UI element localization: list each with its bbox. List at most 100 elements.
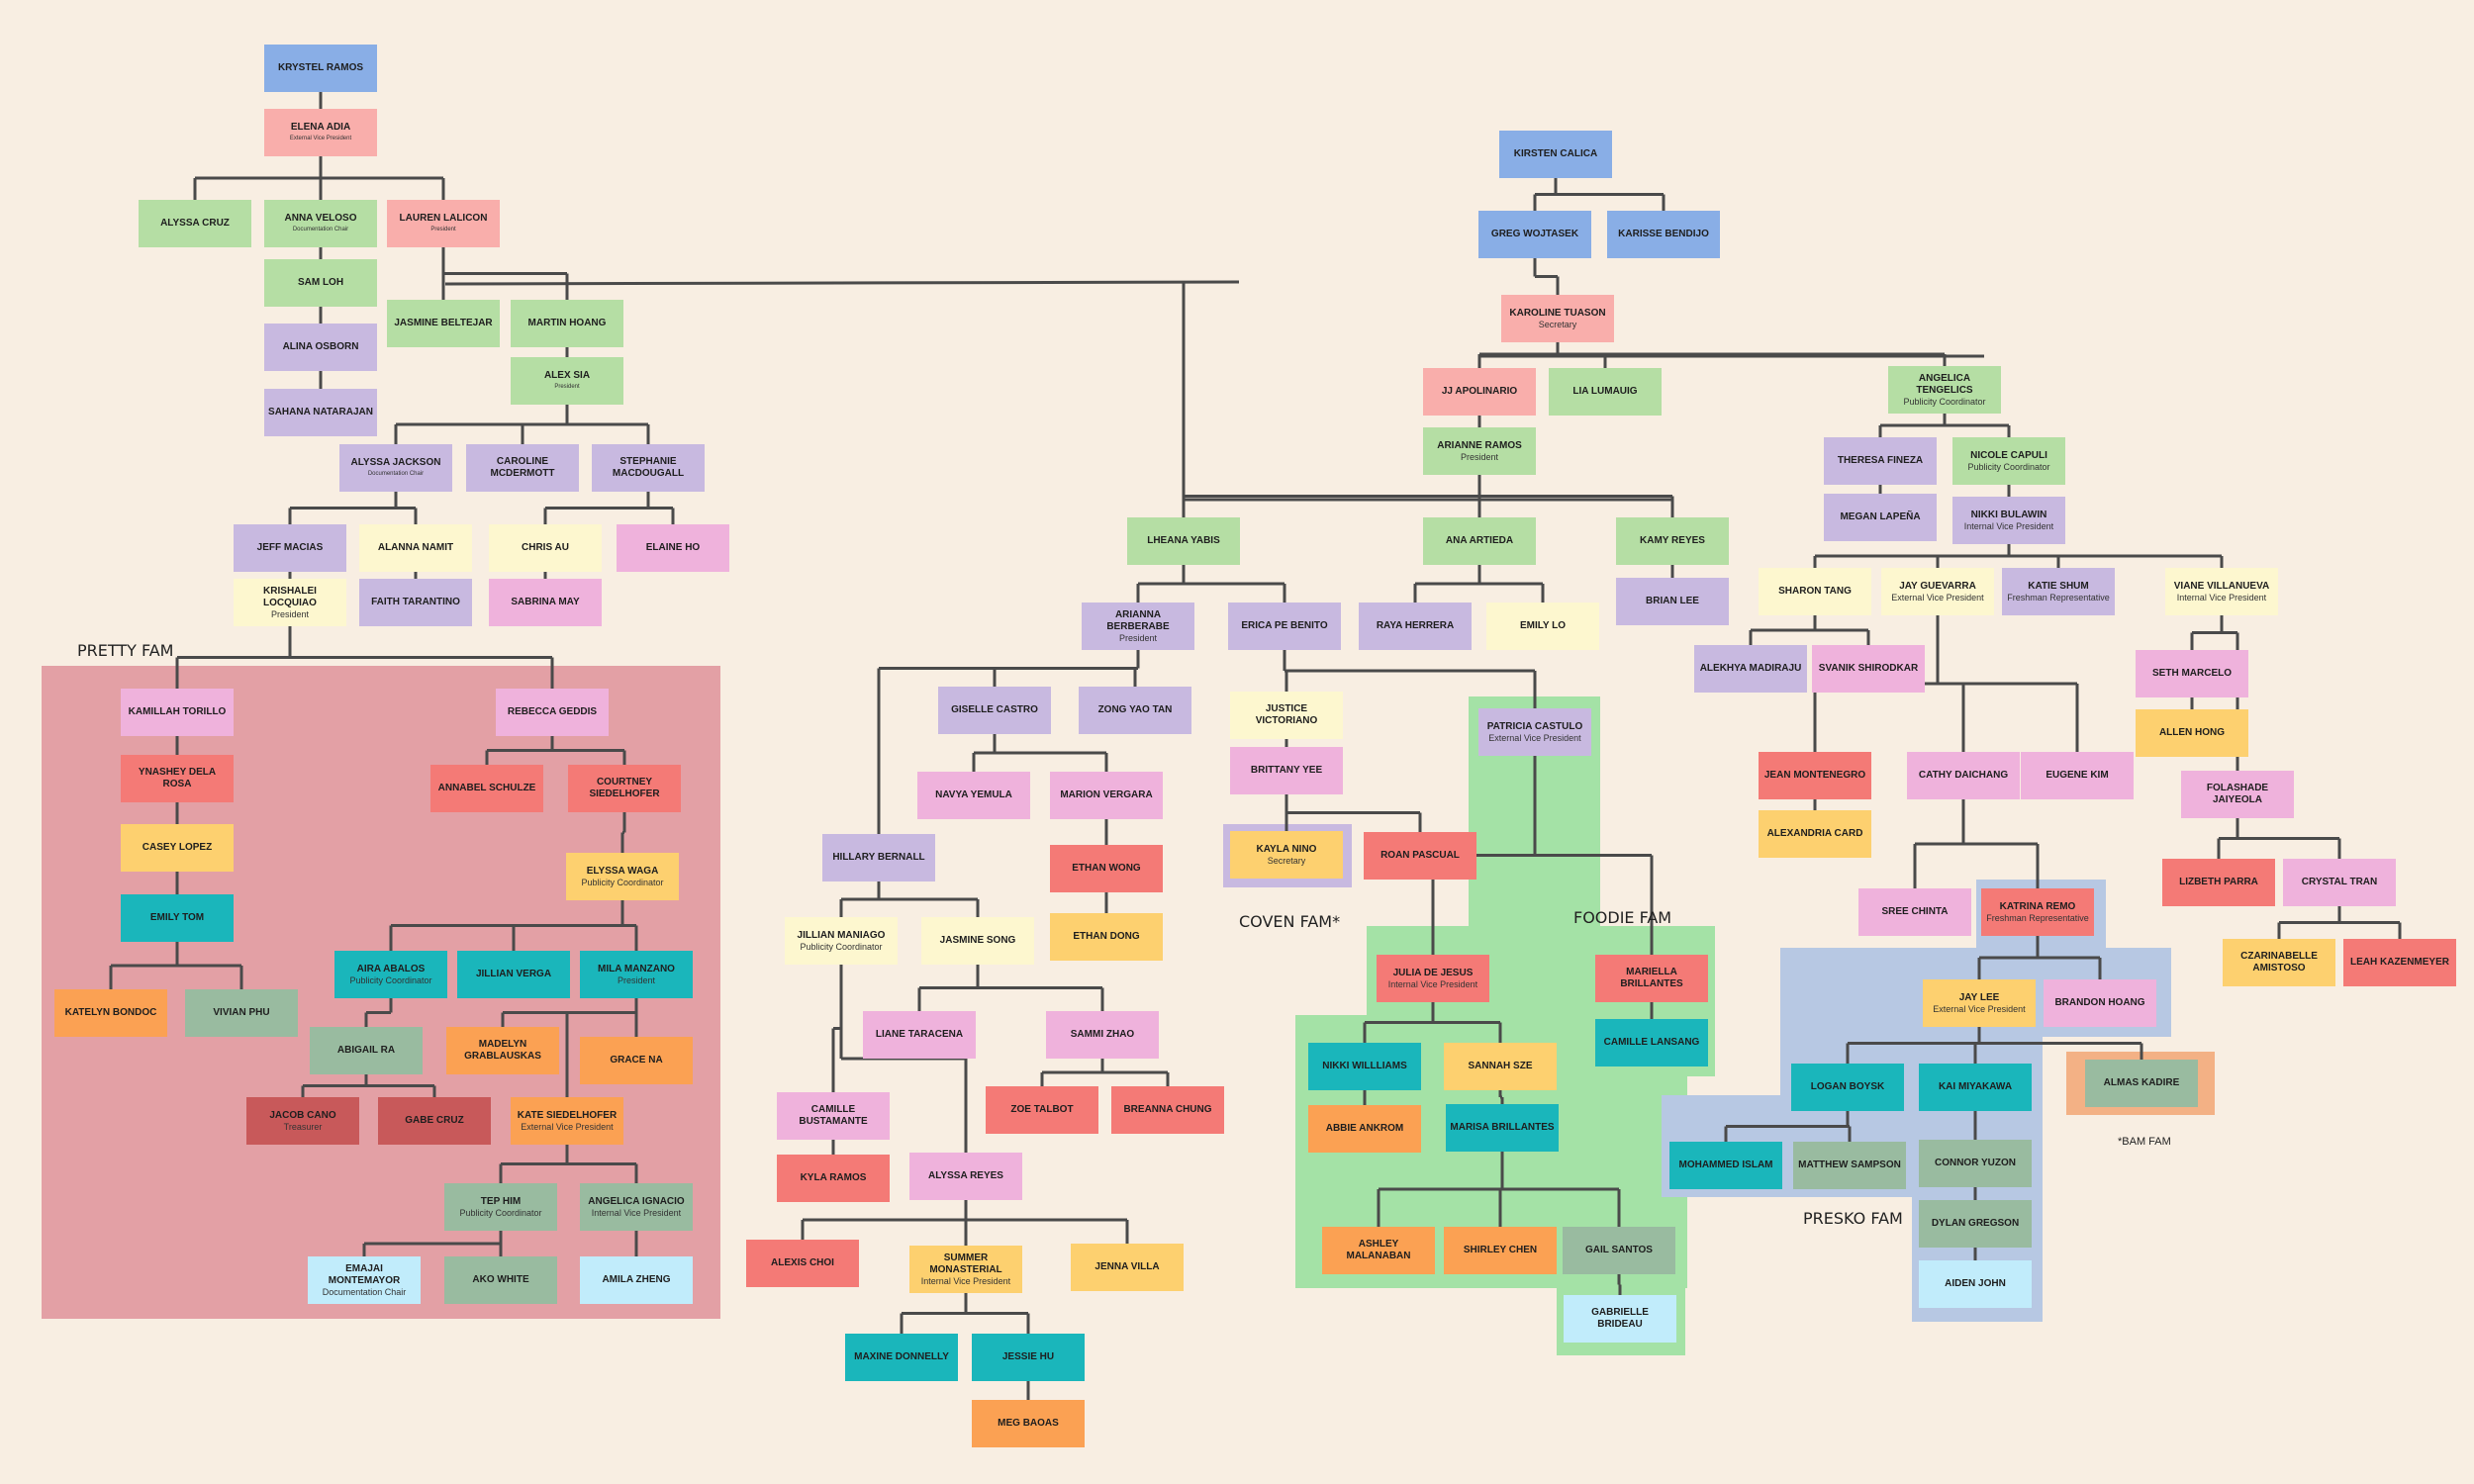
person-node-marion[interactable]: MARION VERGARA xyxy=(1050,772,1163,819)
person-node-alyssa-r[interactable]: ALYSSA REYES xyxy=(909,1153,1022,1200)
person-node-sabrina[interactable]: SABRINA MAY xyxy=(489,579,602,626)
person-node-czarinabelle[interactable]: CZARINABELLE AMISTOSO xyxy=(2223,939,2335,986)
person-node-alexis[interactable]: ALEXIS CHOI xyxy=(746,1240,859,1287)
person-node-kamillah[interactable]: KAMILLAH TORILLO xyxy=(121,689,234,736)
person-node-aiden[interactable]: AIDEN JOHN xyxy=(1919,1260,2032,1308)
person-node-rebecca[interactable]: REBECCA GEDDIS xyxy=(496,689,609,736)
person-node-erica[interactable]: ERICA PE BENITO xyxy=(1228,603,1341,650)
person-node-sannah[interactable]: SANNAH SZE xyxy=(1444,1043,1557,1090)
person-node-alina[interactable]: ALINA OSBORN xyxy=(264,324,377,371)
person-node-jasmine-s[interactable]: JASMINE SONG xyxy=(921,917,1034,965)
person-node-jenna[interactable]: JENNA VILLA xyxy=(1071,1244,1184,1291)
person-node-camille-b[interactable]: CAMILLE BUSTAMANTE xyxy=(777,1092,890,1140)
person-node-jillian-v[interactable]: JILLIAN VERGA xyxy=(457,951,570,998)
person-node-casey[interactable]: CASEY LOPEZ xyxy=(121,824,234,872)
person-node-theresa[interactable]: THERESA FINEZA xyxy=(1824,437,1937,485)
person-node-jessie[interactable]: JESSIE HU xyxy=(972,1334,1085,1381)
person-node-megan[interactable]: MEGAN LAPEÑA xyxy=(1824,494,1937,541)
person-node-emily-tom[interactable]: EMILY TOM xyxy=(121,894,234,942)
person-node-giselle[interactable]: GISELLE CASTRO xyxy=(938,687,1051,734)
person-node-breanna[interactable]: BREANNA CHUNG xyxy=(1111,1086,1224,1134)
person-node-justice[interactable]: JUSTICE VICTORIANO xyxy=(1230,692,1343,739)
person-node-logan[interactable]: LOGAN BOYSK xyxy=(1791,1064,1904,1111)
person-node-roan[interactable]: ROAN PASCUAL xyxy=(1364,832,1476,880)
person-node-jean[interactable]: JEAN MONTENEGRO xyxy=(1759,752,1871,799)
person-node-liane[interactable]: LIANE TARACENA xyxy=(863,1011,976,1059)
person-node-svanik[interactable]: SVANIK SHIRODKAR xyxy=(1812,645,1925,693)
person-node-kai[interactable]: KAI MIYAKAWA xyxy=(1919,1064,2032,1111)
person-node-ashley[interactable]: ASHLEY MALANABAN xyxy=(1322,1227,1435,1274)
person-node-maxine[interactable]: MAXINE DONNELLY xyxy=(845,1334,958,1381)
person-node-abigail[interactable]: ABIGAIL RA xyxy=(310,1027,423,1074)
person-node-nikki-w[interactable]: NIKKI WILLLIAMS xyxy=(1308,1043,1421,1090)
person-node-lia[interactable]: LIA LUMAUIG xyxy=(1549,368,1662,416)
person-node-matthew[interactable]: MATTHEW SAMPSON xyxy=(1793,1142,1906,1189)
person-node-shirley[interactable]: SHIRLEY CHEN xyxy=(1444,1227,1557,1274)
person-node-elaine[interactable]: ELAINE HO xyxy=(617,524,729,572)
person-node-kyla[interactable]: KYLA RAMOS xyxy=(777,1155,890,1202)
person-node-sammi[interactable]: SAMMI ZHAO xyxy=(1046,1011,1159,1059)
person-node-meg[interactable]: MEG BAOAS xyxy=(972,1400,1085,1447)
person-node-navya[interactable]: NAVYA YEMULA xyxy=(917,772,1030,819)
person-node-emily-lo[interactable]: EMILY LO xyxy=(1486,603,1599,650)
person-node-hillary[interactable]: HILLARY BERNALL xyxy=(822,834,935,881)
person-node-zong[interactable]: ZONG YAO TAN xyxy=(1079,687,1191,734)
person-node-alexandria[interactable]: ALEXANDRIA CARD xyxy=(1759,810,1871,858)
person-node-chris[interactable]: CHRIS AU xyxy=(489,524,602,572)
person-node-cathy[interactable]: CATHY DAICHANG xyxy=(1907,752,2020,799)
person-node-folashade[interactable]: FOLASHADE JAIYEOLA xyxy=(2181,771,2294,818)
person-node-gail[interactable]: GAIL SANTOS xyxy=(1563,1227,1675,1274)
person-node-crystal[interactable]: CRYSTAL TRAN xyxy=(2283,859,2396,906)
person-node-seth[interactable]: SETH MARCELO xyxy=(2136,650,2248,697)
person-node-vivian[interactable]: VIVIAN PHU xyxy=(185,989,298,1037)
person-node-kamy[interactable]: KAMY REYES xyxy=(1616,517,1729,565)
person-node-ethan-w[interactable]: ETHAN WONG xyxy=(1050,845,1163,892)
person-node-amila[interactable]: AMILA ZHENG xyxy=(580,1256,693,1304)
person-node-martin[interactable]: MARTIN HOANG xyxy=(511,300,623,347)
person-node-sam[interactable]: SAM LOH xyxy=(264,259,377,307)
person-node-jj[interactable]: JJ APOLINARIO xyxy=(1423,368,1536,416)
person-node-allen[interactable]: ALLEN HONG xyxy=(2136,709,2248,757)
person-node-leah[interactable]: LEAH KAZENMEYER xyxy=(2343,939,2456,986)
person-node-ethan-d[interactable]: ETHAN DONG xyxy=(1050,913,1163,961)
person-node-connor[interactable]: CONNOR YUZON xyxy=(1919,1140,2032,1187)
person-node-abbie[interactable]: ABBIE ANKROM xyxy=(1308,1105,1421,1153)
person-node-mariella[interactable]: MARIELLA BRILLANTES xyxy=(1595,955,1708,1002)
person-node-camille-l[interactable]: CAMILLE LANSANG xyxy=(1595,1019,1708,1067)
person-node-sahana[interactable]: SAHANA NATARAJAN xyxy=(264,389,377,436)
person-node-alekhya[interactable]: ALEKHYA MADIRAJU xyxy=(1694,645,1807,693)
person-node-grace[interactable]: GRACE NA xyxy=(580,1037,693,1084)
person-node-brittany[interactable]: BRITTANY YEE xyxy=(1230,747,1343,794)
person-node-kirsten[interactable]: KIRSTEN CALICA xyxy=(1499,131,1612,178)
person-node-courtney[interactable]: COURTNEY SIEDELHOFER xyxy=(568,765,681,812)
person-node-caroline[interactable]: CAROLINE MCDERMOTT xyxy=(466,444,579,492)
person-node-jasmine-b[interactable]: JASMINE BELTEJAR xyxy=(387,300,500,347)
person-node-ana[interactable]: ANA ARTIEDA xyxy=(1423,517,1536,565)
person-node-sree[interactable]: SREE CHINTA xyxy=(1858,888,1971,936)
person-node-eugene[interactable]: EUGENE KIM xyxy=(2021,752,2134,799)
person-node-karisse[interactable]: KARISSE BENDIJO xyxy=(1607,211,1720,258)
person-node-brian[interactable]: BRIAN LEE xyxy=(1616,578,1729,625)
person-node-lheana[interactable]: LHEANA YABIS xyxy=(1127,517,1240,565)
